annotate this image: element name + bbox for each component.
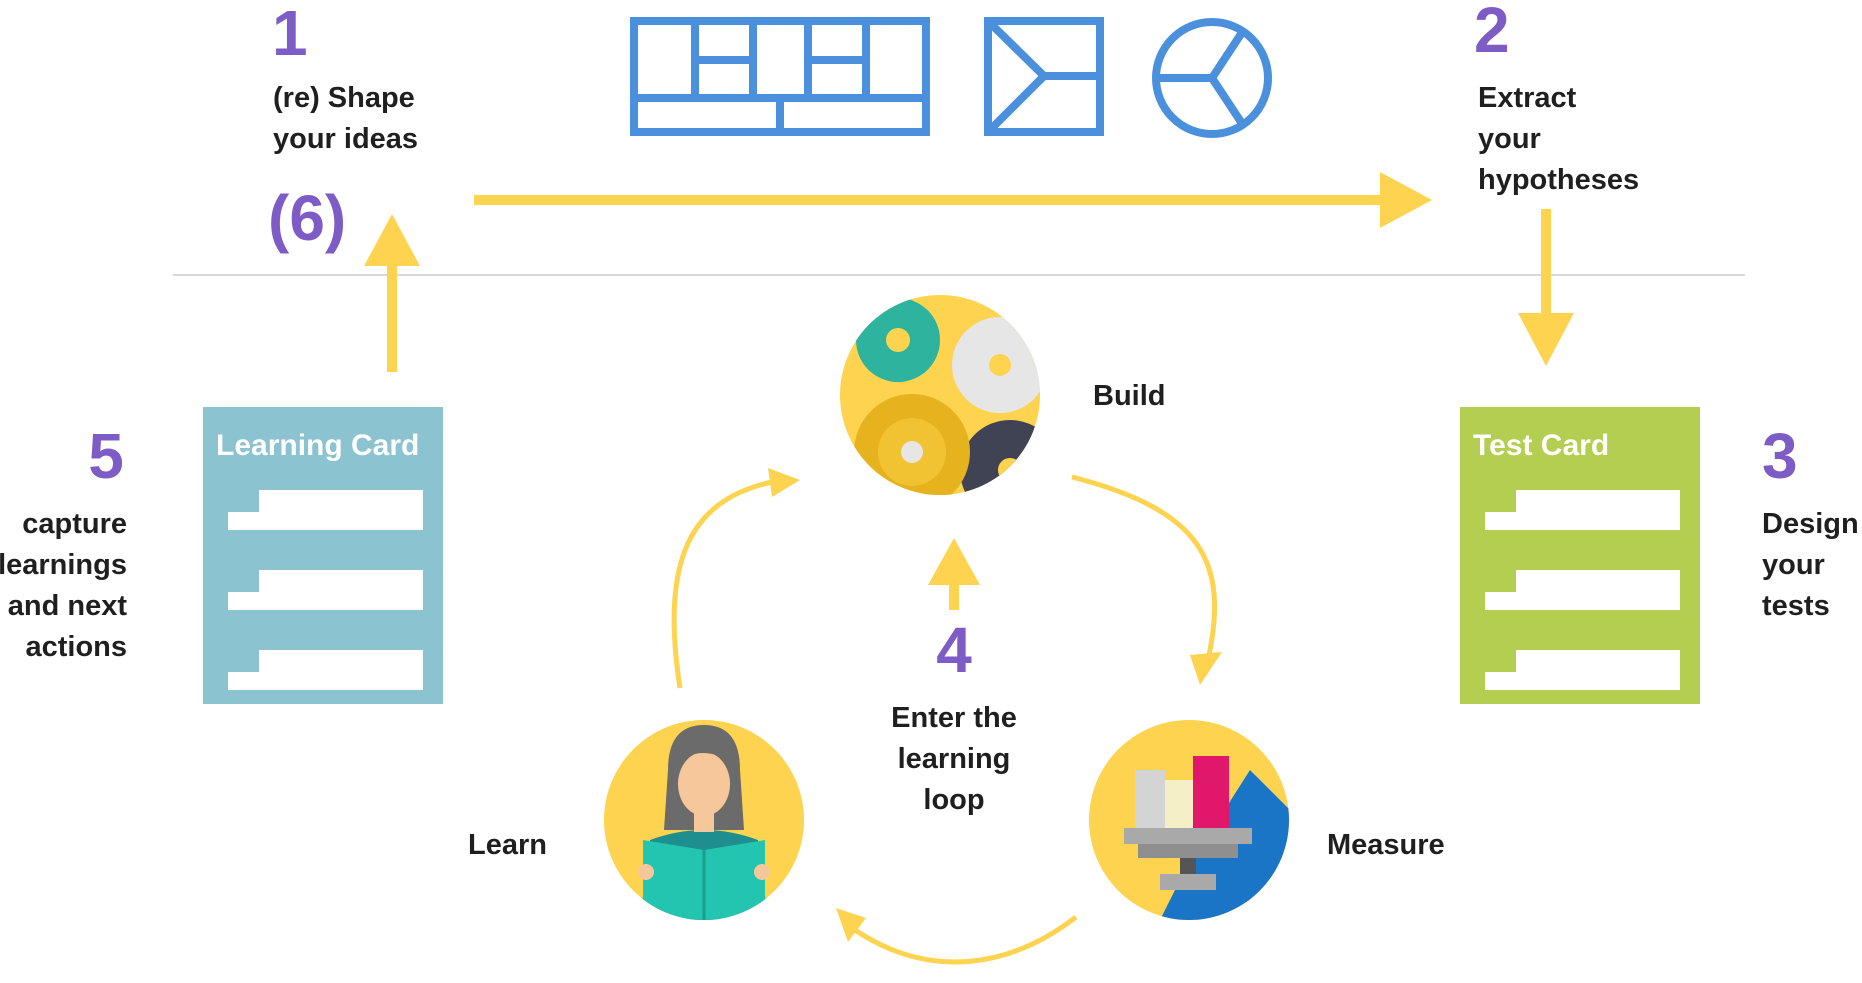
step6-number: (6) [268, 182, 346, 254]
loop-arrow-measure-to-learn [836, 908, 1078, 965]
arrow-shape-to-extract [474, 172, 1432, 228]
step2-line2: your [1478, 123, 1541, 155]
reading-person-icon [604, 720, 804, 920]
measure-charts-icon [1089, 720, 1289, 920]
step1-line2: your ideas [273, 123, 418, 155]
step5-line3: and next [8, 590, 128, 622]
build-label: Build [1093, 380, 1166, 412]
step5-number: 5 [88, 420, 124, 492]
learning-card: Learning Card [203, 407, 443, 704]
gears-icon [840, 295, 1040, 495]
loop-arrow-learn-to-build [671, 468, 800, 689]
customer-profile-icon [1152, 18, 1272, 138]
step4-line2: learning [898, 743, 1011, 775]
step5-line2: learnings [0, 549, 127, 581]
step1-number: 1 [272, 0, 308, 69]
step5-line1: capture [22, 508, 127, 540]
measure-label: Measure [1327, 829, 1445, 861]
step2-number: 2 [1474, 0, 1510, 66]
step3-line2: your [1762, 549, 1825, 581]
step5-line4: actions [25, 631, 127, 663]
business-model-canvas-icon [630, 17, 930, 136]
learning-card-title: Learning Card [216, 429, 419, 462]
step2-line1: Extract [1478, 82, 1577, 114]
step3-number: 3 [1762, 420, 1798, 492]
arrow-capture-to-shape [364, 214, 420, 372]
step4-line3: loop [923, 784, 984, 816]
step3-line1: Design [1762, 508, 1859, 540]
step3-line3: tests [1762, 590, 1830, 622]
arrow-enter-loop [928, 538, 980, 610]
test-card: Test Card [1460, 407, 1700, 704]
step2-line3: hypotheses [1478, 164, 1639, 196]
value-proposition-canvas-icon [984, 17, 1104, 136]
step4-number: 4 [936, 614, 972, 686]
arrow-extract-to-design [1518, 209, 1574, 366]
learn-label: Learn [468, 829, 547, 861]
test-card-title: Test Card [1473, 429, 1609, 462]
step4-line1: Enter the [891, 702, 1017, 734]
loop-arrow-build-to-measure [1071, 474, 1222, 685]
step1-line1: (re) Shape [273, 82, 415, 114]
